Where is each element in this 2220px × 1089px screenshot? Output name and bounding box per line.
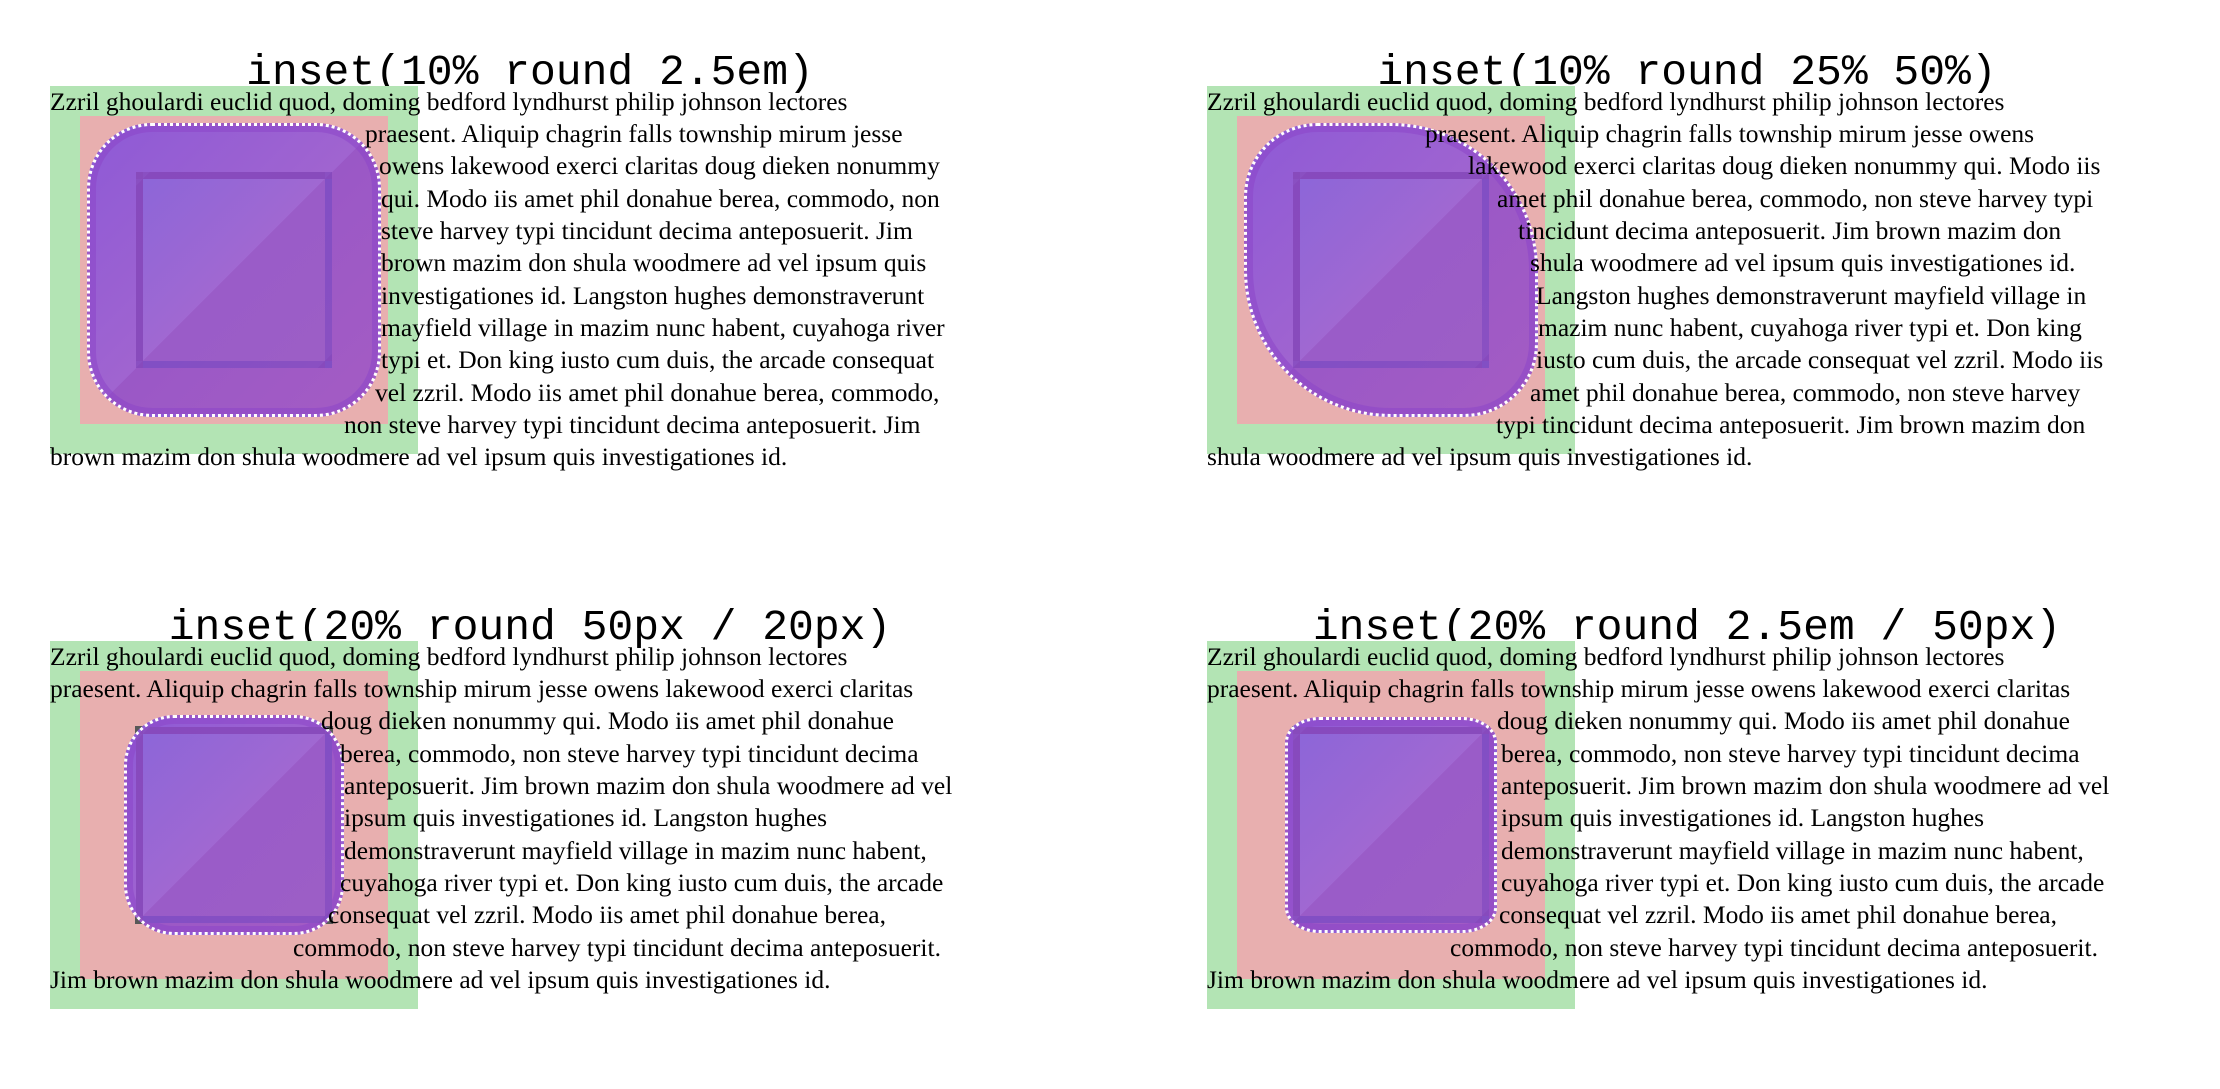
text-line: owens lakewood exerci claritas doug diek… <box>379 151 940 180</box>
text-line: praesent. Aliquip chagrin falls township… <box>1207 674 2071 703</box>
text-line: anteposuerit. Jim brown mazim don shula … <box>344 771 953 800</box>
text-line: commodo, non steve harvey typi tincidunt… <box>293 933 941 962</box>
text-line: anteposuerit. Jim brown mazim don shula … <box>1501 771 2110 800</box>
text-line: mazim nunc habent, cuyahoga river typi e… <box>1538 313 2082 342</box>
text-line: consequat vel zzril. Modo iis amet phil … <box>1499 900 2057 929</box>
text-line: cuyahoga river typi et. Don king iusto c… <box>1501 868 2105 897</box>
text-line: berea, commodo, non steve harvey typi ti… <box>1501 739 2080 768</box>
inner-square <box>136 172 332 368</box>
text-line: cuyahoga river typi et. Don king iusto c… <box>340 868 944 897</box>
clip-shape <box>1244 123 1538 417</box>
text-line: Zzril ghoulardi euclid quod, doming bedf… <box>50 642 848 671</box>
clip-shape <box>87 123 381 417</box>
text-line: doug dieken nonummy qui. Modo iis amet p… <box>1497 706 2070 735</box>
text-line: ipsum quis investigationes id. Langston … <box>1501 803 1985 832</box>
text-line: tincidunt decima anteposuerit. Jim brown… <box>1518 216 2062 245</box>
text-line: amet phil donahue berea, commodo, non st… <box>1497 184 2094 213</box>
text-line: mayfield village in mazim nunc habent, c… <box>381 313 945 342</box>
text-line: praesent. Aliquip chagrin falls township… <box>50 674 914 703</box>
text-line: shula woodmere ad vel ipsum quis investi… <box>1207 442 1753 471</box>
text-line: qui. Modo iis amet phil donahue berea, c… <box>381 184 940 213</box>
inner-square <box>136 727 332 923</box>
text-line: steve harvey typi tincidunt decima antep… <box>381 216 913 245</box>
text-line: brown mazim don shula woodmere ad vel ip… <box>381 248 927 277</box>
inner-square <box>1293 727 1489 923</box>
text-line: Zzril ghoulardi euclid quod, doming bedf… <box>50 87 848 116</box>
text-line: iusto cum duis, the arcade consequat vel… <box>1536 345 2104 374</box>
text-line: Jim brown mazim don shula woodmere ad ve… <box>1207 965 1988 994</box>
text-line: vel zzril. Modo iis amet phil donahue be… <box>375 378 940 407</box>
text-line: ipsum quis investigationes id. Langston … <box>344 803 828 832</box>
text-line: berea, commodo, non steve harvey typi ti… <box>340 739 919 768</box>
text-line: doug dieken nonummy qui. Modo iis amet p… <box>321 706 894 735</box>
text-line: lakewood exerci claritas doug dieken non… <box>1468 151 2101 180</box>
text-line: consequat vel zzril. Modo iis amet phil … <box>328 900 886 929</box>
text-line: typi tincidunt decima anteposuerit. Jim … <box>1496 410 2086 439</box>
text-line: demonstraverunt mayfield village in mazi… <box>344 836 927 865</box>
text-line: Langston hughes demonstraverunt mayfield… <box>1536 281 2087 310</box>
text-line: demonstraverunt mayfield village in mazi… <box>1501 836 2084 865</box>
text-line: commodo, non steve harvey typi tincidunt… <box>1450 933 2098 962</box>
text-line: Jim brown mazim don shula woodmere ad ve… <box>50 965 831 994</box>
text-line: brown mazim don shula woodmere ad vel ip… <box>50 442 788 471</box>
text-line: typi et. Don king iusto cum duis, the ar… <box>381 345 935 374</box>
text-line: praesent. Aliquip chagrin falls township… <box>1425 119 2035 148</box>
text-line: Zzril ghoulardi euclid quod, doming bedf… <box>1207 642 2005 671</box>
text-line: shula woodmere ad vel ipsum quis investi… <box>1530 248 2076 277</box>
panel-title: inset(10% round 25% 50%) <box>1377 48 1997 97</box>
clip-shape <box>1285 717 1497 933</box>
text-line: amet phil donahue berea, commodo, non st… <box>1530 378 2081 407</box>
text-line: investigationes id. Langston hughes demo… <box>381 281 925 310</box>
text-line: non steve harvey typi tincidunt decima a… <box>344 410 921 439</box>
text-line: praesent. Aliquip chagrin falls township… <box>365 119 903 148</box>
inner-square <box>1293 172 1489 368</box>
clip-shape <box>124 715 344 935</box>
text-line: Zzril ghoulardi euclid quod, doming bedf… <box>1207 87 2005 116</box>
